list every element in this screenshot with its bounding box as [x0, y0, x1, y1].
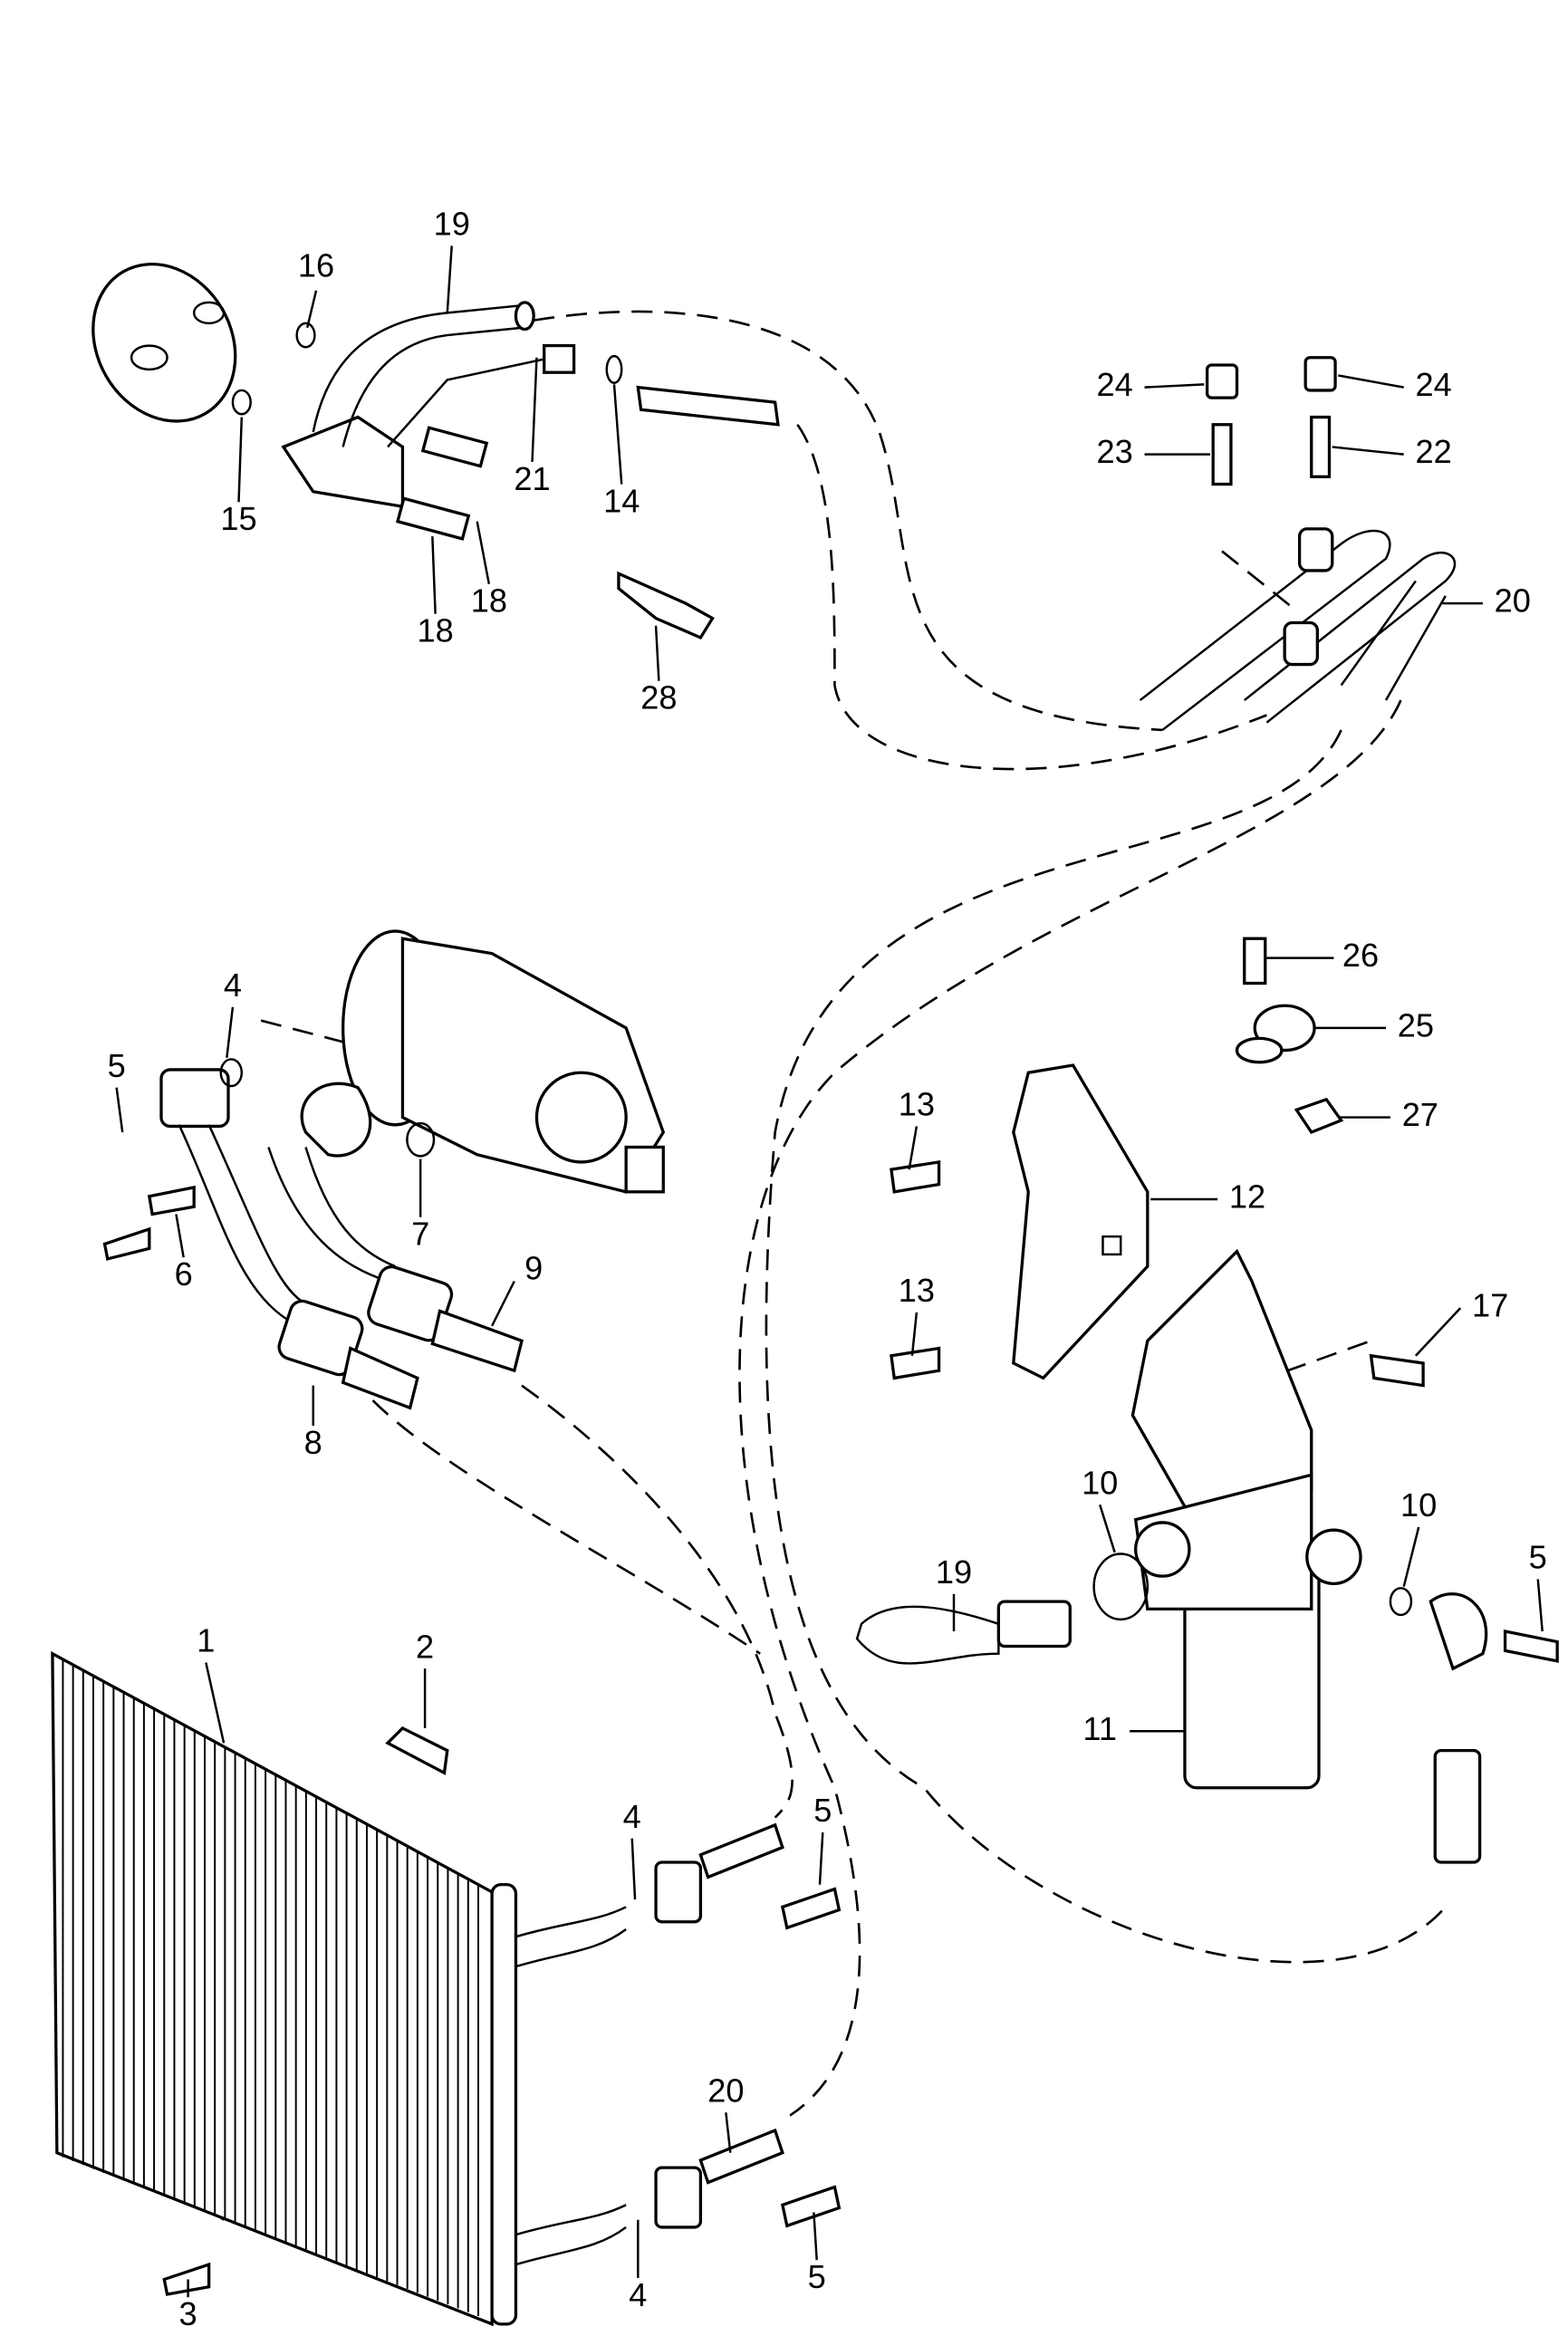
clamp-parts [1235, 937, 1344, 1135]
callout-9: 9 [524, 1250, 543, 1287]
callout-20: 20 [1495, 582, 1531, 620]
callout-21: 21 [514, 460, 550, 497]
callout-4: 4 [629, 2276, 647, 2313]
callout-15: 15 [220, 500, 256, 537]
callout-24: 24 [1097, 366, 1133, 403]
receiver-drier [855, 1248, 1559, 1864]
callout-2: 2 [416, 1628, 434, 1665]
compressor [341, 929, 666, 1194]
callout-28: 28 [640, 679, 677, 716]
callout-6: 6 [175, 1255, 193, 1293]
hoses-8-9 [102, 1058, 524, 1410]
leader-lines [115, 245, 1544, 2298]
callout-16: 16 [298, 247, 334, 284]
callout-8: 8 [304, 1424, 322, 1461]
callout-4: 4 [224, 966, 242, 1004]
callout-18: 18 [471, 582, 507, 620]
callout-17: 17 [1472, 1287, 1508, 1324]
callout-1: 1 [197, 1622, 215, 1659]
callout-26: 26 [1342, 937, 1379, 974]
callout-25: 25 [1398, 1006, 1434, 1043]
callout-10: 10 [1082, 1464, 1118, 1501]
callout-18: 18 [418, 612, 454, 649]
callout-3: 3 [179, 2295, 197, 2332]
suction-pressure-line-assembly [91, 263, 780, 640]
callout-5: 5 [1529, 1539, 1547, 1576]
callout-10: 10 [1400, 1486, 1437, 1524]
callout-23: 23 [1097, 433, 1133, 470]
callout-22: 22 [1416, 433, 1452, 470]
callout-14: 14 [603, 482, 640, 519]
callout-labels: 19 16 24 24 23 22 21 14 15 18 18 20 28 2… [108, 206, 1547, 2333]
bracket [890, 1063, 1150, 1380]
callout-12: 12 [1229, 1178, 1265, 1216]
callout-13: 13 [899, 1272, 935, 1309]
callout-11: 11 [1082, 1710, 1117, 1747]
callout-4: 4 [623, 1798, 641, 1835]
callout-19: 19 [434, 206, 470, 243]
condenser [51, 1650, 842, 2327]
pipe-bundle-20 [1139, 356, 1457, 731]
callout-5: 5 [108, 1047, 126, 1084]
callout-24: 24 [1416, 366, 1452, 403]
callout-19: 19 [936, 1553, 972, 1591]
callout-13: 13 [899, 1086, 935, 1123]
callout-20: 20 [707, 2072, 744, 2109]
callout-27: 27 [1402, 1096, 1438, 1133]
callout-5: 5 [808, 2258, 826, 2295]
callout-7: 7 [411, 1216, 429, 1253]
callout-5: 5 [813, 1792, 832, 1829]
